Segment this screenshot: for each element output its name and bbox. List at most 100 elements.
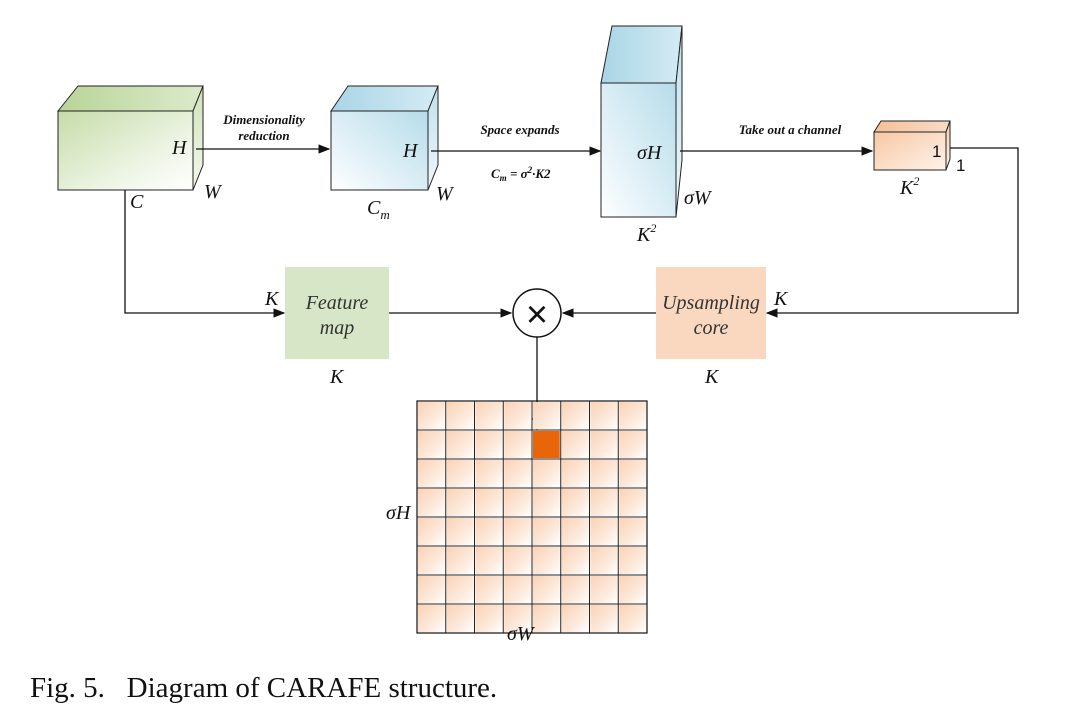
output-feature-grid <box>416 400 648 634</box>
grid-cell <box>590 518 618 545</box>
grid-cell <box>561 402 589 429</box>
grid-cell <box>475 431 503 458</box>
feature-map-box <box>285 267 389 359</box>
single-channel-cube <box>873 120 951 171</box>
cube3-sigma-w-label: σW <box>684 187 713 209</box>
grid-cell <box>504 518 531 545</box>
grid-cell <box>533 489 560 516</box>
cube3-k2-label: K2 <box>636 221 656 246</box>
cube2-w-label: W <box>436 183 455 205</box>
grid-cell <box>418 605 445 632</box>
upsampling-core-line1: Upsampling <box>662 292 760 314</box>
grid-cell <box>619 518 646 545</box>
feature-map-line2: map <box>320 317 354 339</box>
grid-cell <box>561 518 589 545</box>
multiply-icon: × <box>526 294 548 336</box>
cube4-k2-label: K2 <box>899 174 919 199</box>
grid-cell <box>533 547 560 574</box>
grid-cell <box>475 576 503 603</box>
cube4-front-one: 1 <box>932 142 941 161</box>
grid-cell <box>418 402 445 429</box>
grid-cell <box>504 605 531 632</box>
grid-cell <box>418 431 445 458</box>
space-expands-label: Space expands <box>480 122 559 137</box>
grid-cell <box>446 518 474 545</box>
feature-map-line1: Feature <box>305 292 369 314</box>
cm-formula: Cm = σ2·K2 <box>491 165 551 183</box>
grid-cell <box>561 605 589 632</box>
grid-cell <box>504 431 531 458</box>
grid-cell <box>619 460 646 487</box>
cube1-c-label: C <box>130 191 144 213</box>
dimensionality-label: Dimensionality <box>222 112 305 127</box>
feature-map-k-left: K <box>264 288 280 310</box>
grid-cell <box>561 431 589 458</box>
grid-cell <box>561 576 589 603</box>
cube1-h-label: H <box>171 137 188 159</box>
grid-cell <box>619 402 646 429</box>
upsampling-core-k-below: K <box>704 366 720 388</box>
grid-cell <box>418 460 445 487</box>
grid-cell <box>504 547 531 574</box>
grid-cell <box>446 576 474 603</box>
grid-cell <box>475 547 503 574</box>
grid-cell <box>504 576 531 603</box>
grid-cell <box>590 489 618 516</box>
upsampled-kernel-cube <box>600 25 683 218</box>
grid-cell <box>446 489 474 516</box>
cube4-side-one: 1 <box>956 156 965 175</box>
grid-cell <box>418 547 445 574</box>
grid-cell <box>561 460 589 487</box>
grid-cell <box>418 489 445 516</box>
grid-cell <box>533 576 560 603</box>
input-to-feature-map-connector <box>124 190 286 318</box>
take-out-channel-label: Take out a channel <box>739 122 842 137</box>
grid-cell <box>418 518 445 545</box>
input-feature-cube <box>56 85 204 191</box>
grid-sigma-w-label: σW <box>507 623 536 645</box>
grid-cell <box>590 402 618 429</box>
grid-cell <box>475 489 503 516</box>
grid-cell <box>561 547 589 574</box>
upsampling-core-k-right: K <box>773 288 789 310</box>
grid-cell <box>504 489 531 516</box>
grid-cell <box>619 605 646 632</box>
kernel-to-core-connector <box>765 147 1019 318</box>
grid-cell <box>619 547 646 574</box>
upsampling-core-line2: core <box>694 317 729 339</box>
cube2-cm-label: Cm <box>367 197 390 222</box>
grid-cell <box>619 489 646 516</box>
grid-cell <box>446 431 474 458</box>
grid-cell <box>590 576 618 603</box>
grid-sigma-h-label: σH <box>386 502 412 524</box>
reduced-channel-cube <box>330 85 439 191</box>
grid-cell <box>418 576 445 603</box>
grid-cell <box>446 605 474 632</box>
grid-cell-highlighted <box>533 431 560 458</box>
grid-cell <box>619 431 646 458</box>
grid-cell <box>590 431 618 458</box>
grid-cell <box>475 460 503 487</box>
grid-cell <box>533 605 560 632</box>
cube1-w-label: W <box>204 181 223 203</box>
grid-cell <box>561 489 589 516</box>
grid-cell <box>533 402 560 429</box>
grid-cell <box>475 605 503 632</box>
feature-map-k-below: K <box>329 366 345 388</box>
grid-cell <box>619 576 646 603</box>
upsampling-core-box <box>656 267 766 359</box>
grid-cell <box>475 402 503 429</box>
grid-cell <box>590 547 618 574</box>
grid-cell <box>590 460 618 487</box>
grid-cell <box>446 547 474 574</box>
cube3-sigma-h-label: σH <box>637 142 663 164</box>
grid-cell <box>533 460 560 487</box>
figure-caption: Fig. 5. Diagram of CARAFE structure. <box>30 672 498 704</box>
grid-cell <box>475 518 503 545</box>
grid-cell <box>504 402 531 429</box>
grid-cell <box>533 518 560 545</box>
reduction-label: reduction <box>238 128 289 143</box>
grid-cell <box>590 605 618 632</box>
grid-cell <box>446 402 474 429</box>
